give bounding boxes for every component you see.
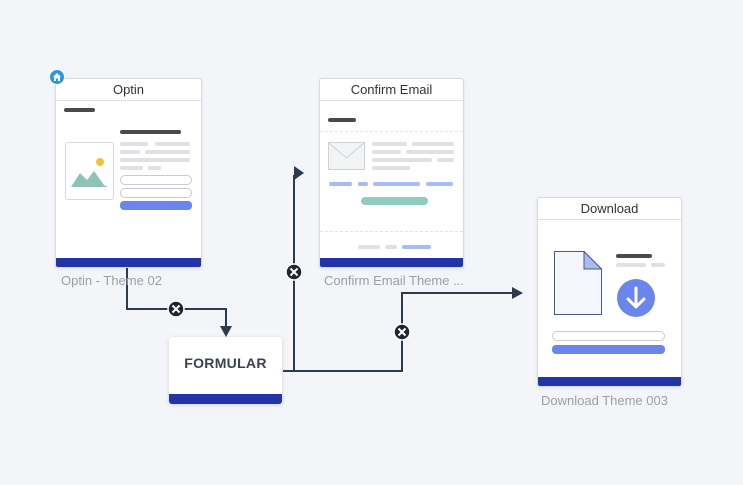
arrowhead-download: [512, 287, 523, 299]
remove-connection-formular-download-icon[interactable]: [393, 323, 411, 341]
download-node-caption: Download Theme 003: [541, 393, 668, 408]
confirm-email-node-title: Confirm Email: [320, 79, 463, 101]
optin-node-footer: [56, 258, 201, 267]
image-placeholder-icon: [65, 142, 114, 200]
download-node-footer: [538, 377, 681, 386]
remove-connection-optin-formular-icon[interactable]: [167, 300, 185, 318]
optin-node[interactable]: Optin: [55, 78, 202, 268]
preview-input: [552, 331, 665, 341]
optin-node-title: Optin: [56, 79, 201, 101]
preview-button: [552, 345, 665, 354]
preview-button: [120, 201, 192, 210]
preview-button: [361, 197, 428, 205]
preview-input: [120, 175, 192, 185]
remove-connection-formular-confirm-icon[interactable]: [285, 263, 303, 281]
confirm-email-node-caption: Confirm Email Theme ...: [324, 273, 464, 288]
file-icon: [554, 250, 603, 320]
arrowhead-confirm: [294, 166, 304, 180]
envelope-icon: [328, 142, 365, 175]
download-node-title: Download: [538, 198, 681, 220]
preview-input: [120, 188, 192, 198]
confirm-email-node-footer: [320, 258, 463, 267]
formular-node-footer: [169, 394, 282, 404]
confirm-email-node[interactable]: Confirm Email: [319, 78, 464, 268]
optin-node-caption: Optin - Theme 02: [61, 273, 162, 288]
download-node[interactable]: Download: [537, 197, 682, 387]
formular-node[interactable]: FORMULAR: [169, 337, 282, 404]
arrowhead-formular: [220, 326, 232, 337]
download-arrow-icon: [616, 278, 656, 323]
preview-heading: [64, 108, 95, 112]
home-icon: [49, 69, 65, 85]
formular-node-label: FORMULAR: [184, 355, 267, 371]
